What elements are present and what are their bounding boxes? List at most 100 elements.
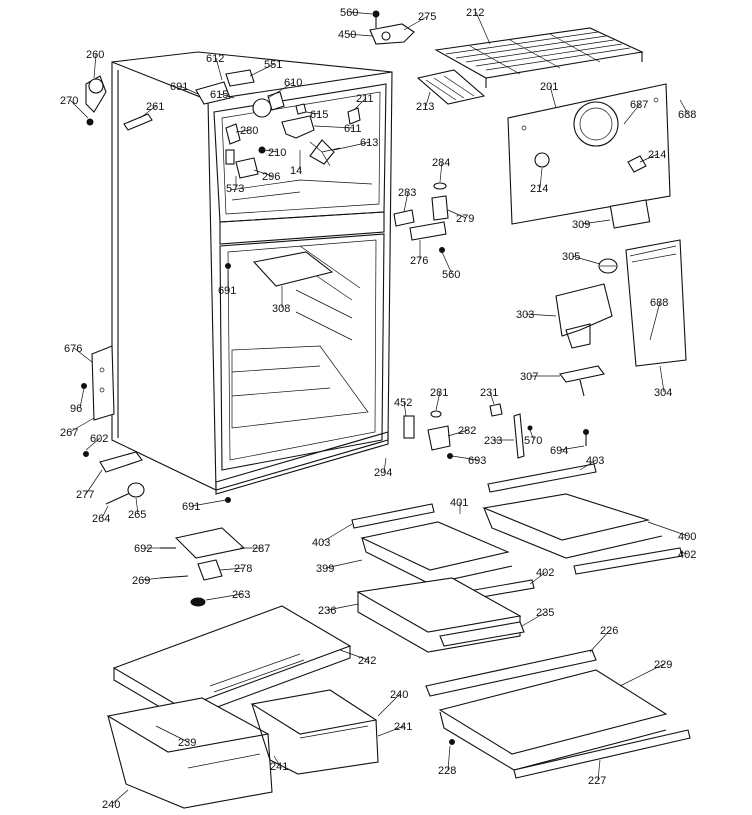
leader-line-p611	[313, 125, 355, 129]
part-number-p233: 233	[484, 435, 502, 447]
leader-line-p602	[85, 437, 101, 451]
callout-p211: 211	[353, 93, 374, 111]
part-287	[174, 527, 246, 559]
part-number-p239: 239	[178, 737, 196, 749]
callout-p240b: 240	[102, 789, 129, 811]
part-number-p687: 687	[630, 99, 648, 111]
leader-line-p399	[325, 559, 363, 569]
leader-line-p260	[93, 53, 97, 79]
part-307	[559, 365, 605, 383]
callout-p691c: 691	[182, 499, 227, 513]
leader-line-p226	[589, 629, 611, 653]
leader-line-p560a	[349, 11, 373, 15]
callout-p304: 304	[654, 365, 672, 399]
leader-line-p403b	[321, 523, 353, 543]
part-277	[99, 451, 143, 473]
leader-line-p279	[447, 209, 467, 219]
callout-p403a: 403	[579, 455, 604, 471]
leader-line-p693	[451, 455, 479, 461]
part-number-p402a: 402	[678, 549, 696, 561]
leader-line-p213	[425, 91, 431, 107]
leader-line-p239	[155, 725, 189, 743]
leader-line-p452	[403, 401, 407, 417]
part-number-p303: 303	[516, 309, 534, 321]
rail-227	[513, 729, 691, 779]
leader-line-p676	[73, 347, 93, 363]
part-number-p610: 610	[284, 77, 302, 89]
callout-p279: 279	[447, 209, 474, 225]
callout-p287: 287	[240, 543, 270, 555]
callout-p283: 283	[398, 187, 416, 213]
callout-p610: 610	[267, 77, 302, 99]
bracket-283	[393, 209, 415, 227]
callout-p296: 296	[253, 169, 280, 183]
part-number-p240a: 240	[390, 689, 408, 701]
leader-line-p214a	[639, 153, 659, 163]
callout-p270: 270	[60, 95, 89, 119]
part-number-p242: 242	[358, 655, 376, 667]
part-number-p213: 213	[416, 101, 434, 113]
part-number-p201: 201	[540, 81, 558, 93]
callout-p570: 570	[524, 429, 542, 447]
callout-p278: 278	[219, 563, 252, 575]
leader-line-p304	[659, 365, 665, 393]
leader-line-p263	[205, 593, 243, 601]
screw-228	[449, 739, 455, 745]
part-number-p241a: 241	[394, 721, 412, 733]
part-number-p402b: 402	[536, 567, 554, 579]
leader-line-p309	[581, 219, 611, 225]
leader-line-p303	[525, 313, 557, 317]
callout-p284: 284	[432, 157, 450, 183]
callout-p688a: 688	[678, 99, 696, 121]
callout-p265: 265	[128, 497, 146, 521]
leader-line-p96	[79, 387, 85, 409]
part-number-p276: 276	[410, 255, 428, 267]
callout-p282: 282	[447, 425, 476, 437]
part-number-p214b: 214	[530, 183, 548, 195]
leader-line-p281	[435, 391, 441, 411]
part-number-p270: 270	[60, 95, 78, 107]
callout-p226: 226	[589, 625, 618, 653]
part-number-p241b: 241	[270, 761, 288, 773]
leader-line-p240a	[377, 693, 401, 717]
leader-line-p294	[383, 457, 387, 473]
part-number-p450: 450	[338, 29, 356, 41]
callout-p573: 573	[226, 176, 244, 195]
part-number-p267: 267	[60, 427, 78, 439]
part-number-p676: 676	[64, 343, 82, 355]
leader-line-p264	[101, 505, 109, 519]
leader-line-p400	[647, 521, 689, 537]
callout-p240a: 240	[377, 689, 408, 717]
callout-p688b: 688	[649, 297, 668, 341]
leader-line-p270	[69, 99, 89, 119]
callout-p612: 612	[206, 53, 224, 81]
part-number-p229: 229	[654, 659, 672, 671]
callout-p401: 401	[450, 497, 468, 514]
callout-p212: 212	[466, 7, 491, 45]
callout-p263: 263	[205, 589, 250, 601]
part-number-p261: 261	[146, 101, 164, 113]
spring-231	[489, 403, 503, 417]
leader-line-p551	[249, 63, 275, 77]
callout-p264: 264	[92, 505, 110, 525]
callout-p276: 276	[410, 240, 428, 267]
callout-p402b: 402	[529, 567, 554, 585]
callout-p694: 694	[550, 445, 585, 457]
leader-line-p201	[549, 85, 557, 109]
callout-p277: 277	[76, 469, 103, 501]
part-number-p400: 400	[678, 531, 696, 543]
part-number-p226: 226	[600, 625, 618, 637]
roller-278	[197, 559, 223, 581]
callout-p227: 227	[588, 759, 606, 787]
wire-shelf-212	[434, 27, 644, 88]
drawer-241	[250, 689, 378, 735]
leader-line-p687	[623, 103, 641, 125]
leader-line-p265	[135, 497, 139, 515]
screw-560	[439, 247, 445, 253]
ice-tray-213	[416, 69, 486, 105]
leader-line-p212	[475, 11, 491, 45]
callout-p602: 602	[85, 433, 108, 451]
leader-line-p610	[267, 81, 295, 99]
leader-line-p612	[215, 57, 223, 81]
